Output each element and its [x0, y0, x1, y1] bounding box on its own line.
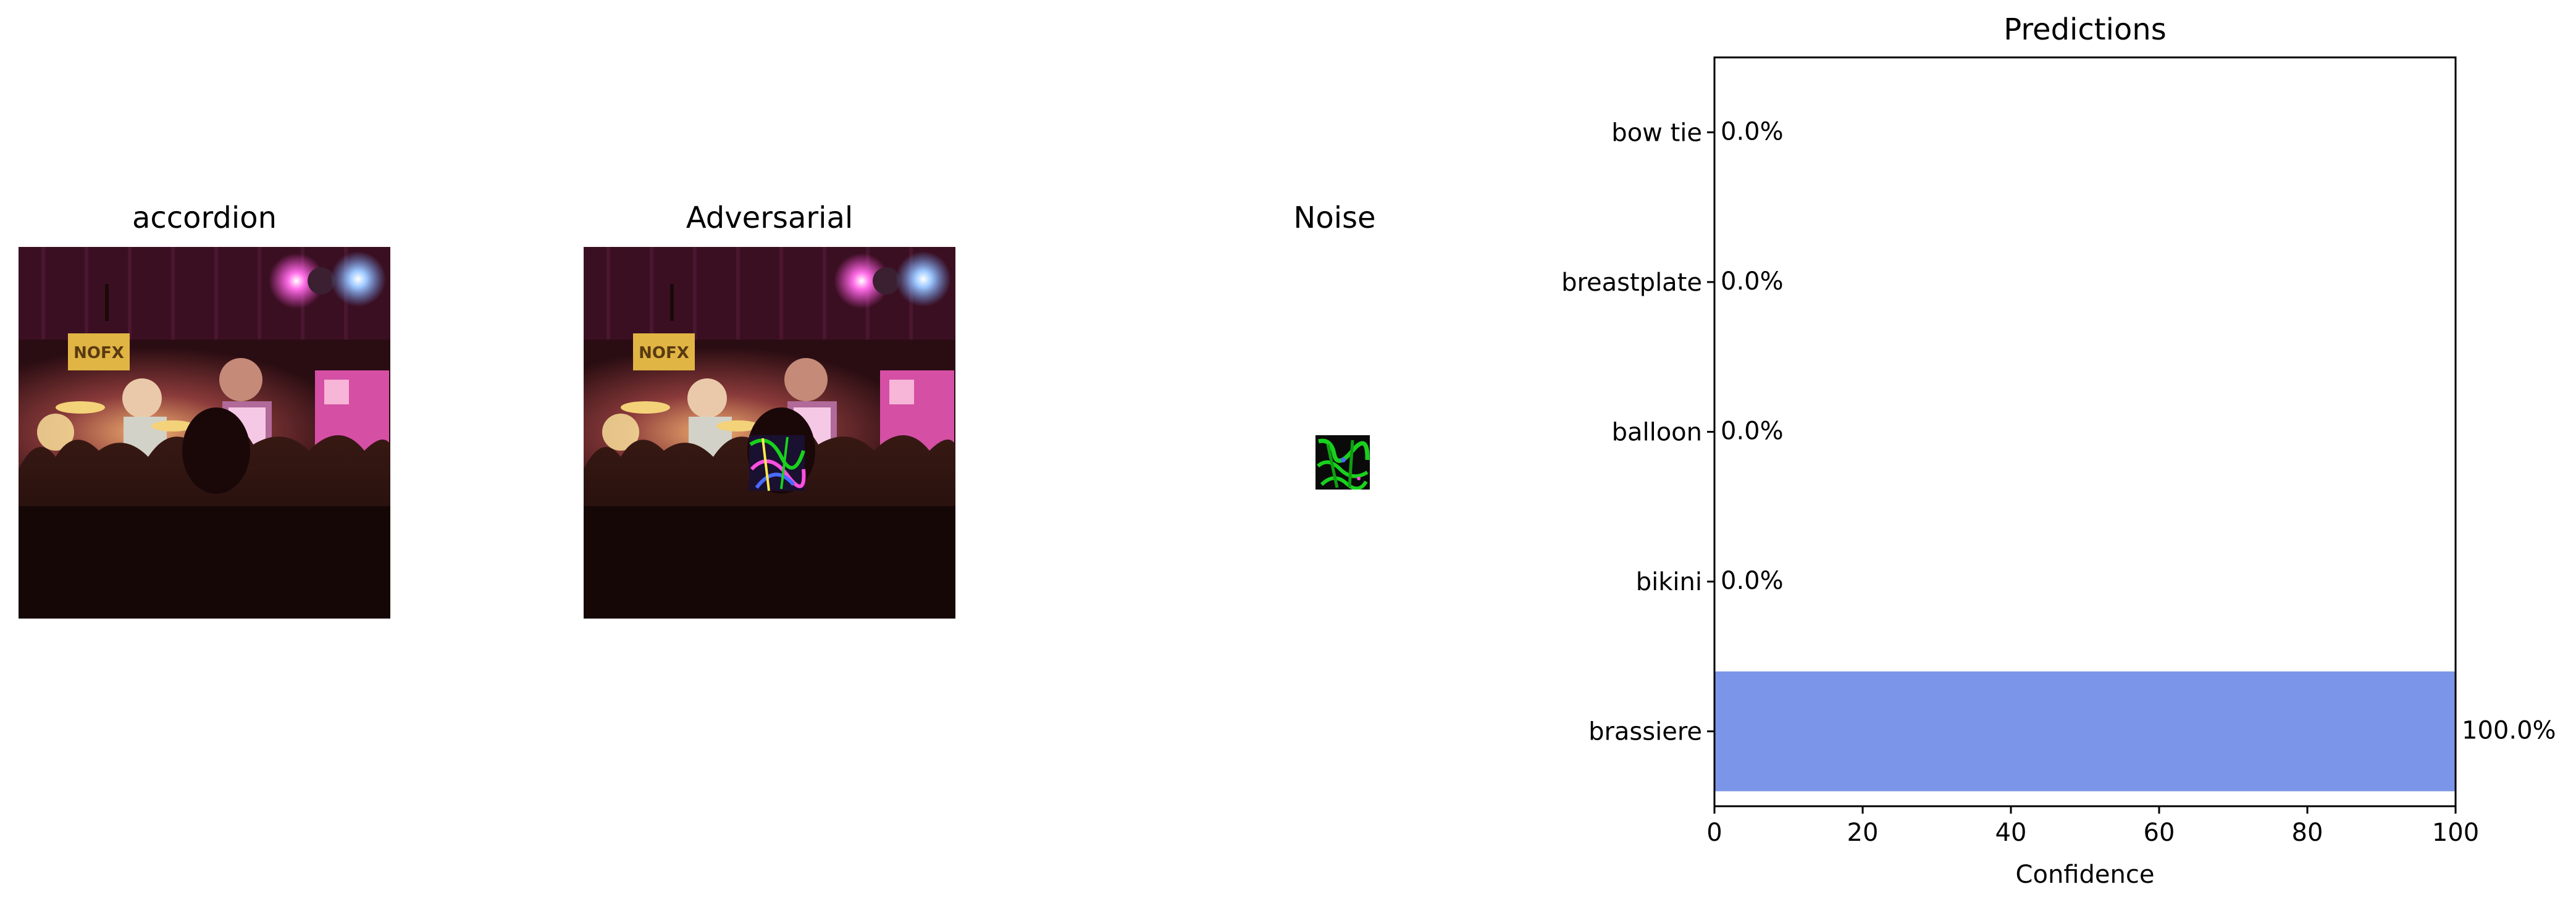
x-tick-label: 40	[1995, 819, 2027, 847]
chart-title: Predictions	[2003, 12, 2166, 47]
original-image-title: accordion	[132, 201, 277, 235]
y-tick-label: breastplate	[1561, 269, 1702, 297]
noise-image	[1315, 435, 1370, 490]
x-tick-label: 0	[1706, 819, 1722, 847]
x-tick-label: 20	[1847, 819, 1879, 847]
x-tick-label: 100	[2432, 819, 2479, 847]
bar-value-label: 0.0%	[1721, 417, 1784, 446]
bar-value-label: 0.0%	[1721, 567, 1784, 595]
plot-frame	[1713, 56, 2457, 807]
bar-value-label: 100.0%	[2462, 717, 2556, 745]
adversarial-image	[584, 247, 955, 619]
y-tick-label: brassiere	[1588, 718, 1702, 746]
x-axis-label: Confidence	[2016, 861, 2155, 889]
y-tick-label: balloon	[1612, 419, 1702, 447]
x-tick-label: 80	[2292, 819, 2323, 847]
y-tick-label: bow tie	[1611, 119, 1702, 147]
y-tick-label: bikini	[1636, 568, 1702, 596]
bar-value-label: 0.0%	[1721, 117, 1784, 146]
x-tick-label: 60	[2144, 819, 2175, 847]
adversarial-image-title: Adversarial	[686, 201, 854, 235]
bar-value-label: 0.0%	[1721, 267, 1784, 296]
adversarial-patch	[749, 435, 806, 491]
noise-image-title: Noise	[1293, 201, 1376, 235]
bar	[1714, 671, 2456, 791]
